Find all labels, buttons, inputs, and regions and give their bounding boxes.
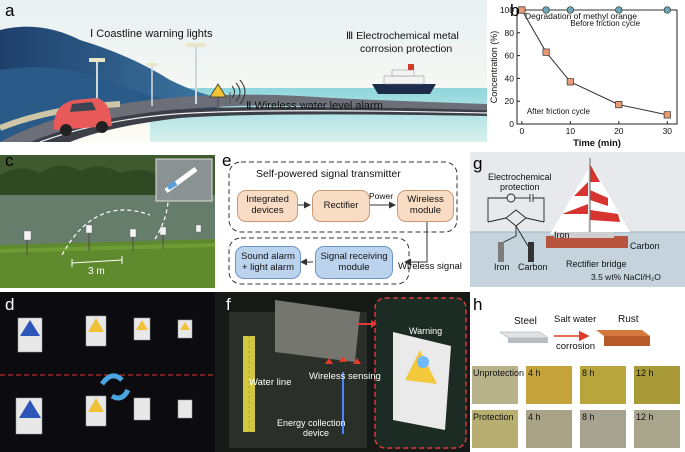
unprot-time-4h: 4 h [528, 368, 541, 378]
panel-e-flow: Self-powered signal transmitter Integrat… [215, 152, 470, 292]
x-tick-label: 10 [566, 126, 576, 136]
night-signs-photo [0, 292, 215, 452]
chart-title: Degradation of methyl orange [525, 11, 637, 21]
street-lamp-icon [146, 63, 158, 106]
panel-d [0, 292, 215, 452]
series-label-before: Before friction cycle [570, 19, 640, 28]
panel-a: Ⅰ Coastline warning lights Ⅲ Electrochem… [0, 0, 487, 142]
warning-label: Warning [409, 326, 443, 336]
prot-time-4h: 4 h [528, 412, 541, 422]
salt-label-line2: corrosion [556, 341, 596, 352]
panel-label-h: h [473, 295, 483, 314]
series-label-after: After friction cycle [527, 107, 591, 116]
street-lamp-icon [186, 43, 206, 104]
energy-device-label-line2: device [303, 428, 330, 438]
corrosion-diagram [472, 330, 680, 448]
rectifier-box: Rectifier [312, 190, 370, 222]
striped-sail-icon [550, 158, 630, 244]
corrosion-label-line1: Ⅲ Electrochemical metal [346, 30, 459, 42]
wireless-alarm-label: Ⅱ Wireless water level alarm [246, 100, 383, 112]
lake-photo [0, 155, 215, 288]
boat-photo [470, 152, 685, 287]
rotate-arrows-icon [99, 373, 131, 401]
water-line-label: Water line [249, 377, 292, 388]
carbon-left-label: Carbon [518, 262, 548, 272]
integrated-devices-box: Integrated devices [237, 190, 298, 222]
y-tick-label: 20 [505, 96, 515, 106]
steel-label: Steel [514, 316, 537, 327]
panel-label-e: e [222, 151, 232, 170]
wireless-sensing-label: Wireless sensing [309, 371, 381, 382]
panel-g: Electrochemical protection Iron Carbon I… [470, 152, 685, 287]
x-tick-label: 30 [663, 126, 673, 136]
protection-label-line2: protection [500, 182, 540, 192]
x-tick-label: 20 [614, 126, 624, 136]
rust-label: Rust [618, 314, 639, 325]
y-tick-label: 80 [505, 28, 515, 38]
panel-h: Steel Salt water corrosion Rust Unprotec… [470, 292, 685, 452]
data-point-square [542, 48, 550, 56]
power-label: Power [369, 191, 394, 201]
sound-alarm-box: Sound alarm + light alarm [235, 246, 301, 279]
circuit-diagram [487, 193, 545, 247]
warning-sign-icon [209, 83, 227, 110]
protection-label-line1: Electrochemical [488, 172, 552, 182]
wireless-signal-label: Wireless signal [398, 261, 462, 272]
wireless-module-box: Wireless module [397, 190, 454, 222]
energy-device-label-line1: Energy collection [277, 418, 346, 428]
flow-diagram-lines [228, 161, 458, 285]
panel-label-d: d [5, 295, 15, 314]
y-axis-label: Concentration (%) [489, 31, 499, 104]
coastline-label: Ⅰ Coastline warning lights [90, 28, 213, 40]
unprotection-label: Unprotection [473, 368, 525, 378]
car-icon [54, 98, 112, 136]
data-point-square [615, 101, 623, 109]
unprot-time-12h: 12 h [636, 368, 654, 378]
prot-time-12h: 12 h [636, 412, 654, 422]
salt-label-line1: Salt water [554, 314, 597, 325]
x-tick-label: 0 [519, 126, 524, 136]
y-tick-label: 40 [505, 73, 515, 83]
water-sensing-photo [215, 292, 470, 452]
panel-f: Water line Wireless sensing Energy colle… [215, 292, 470, 452]
prot-time-8h: 8 h [582, 412, 595, 422]
solution-label: 3.5 wt% NaCl/H₂O [591, 272, 661, 282]
unprot-time-8h: 8 h [582, 368, 595, 378]
corrosion-label-line2: corrosion protection [360, 43, 453, 55]
panel-label-b: b [510, 1, 520, 20]
data-point-square [518, 6, 526, 14]
panel-label-g: g [473, 154, 483, 173]
panel-label-a: a [5, 1, 15, 20]
y-tick-label: 0 [509, 119, 514, 129]
panel-label-c: c [5, 151, 14, 170]
iron-right-label: Iron [554, 230, 570, 240]
data-point-square [566, 78, 574, 86]
data-point-circle [542, 6, 550, 14]
x-axis-label: Time (min) [573, 138, 621, 149]
unprotected-sample-tiles [472, 366, 680, 404]
rectifier-bridge-label: Rectifier bridge [566, 259, 627, 269]
signal-wave-icon [229, 79, 246, 105]
protection-label: Protection [473, 412, 514, 422]
data-point-circle [615, 6, 623, 14]
distance-label: 3 m [88, 266, 105, 277]
y-tick-label: 100 [500, 5, 514, 15]
panel-label-f: f [226, 295, 231, 314]
ship-icon [372, 64, 436, 94]
signal-receiving-box: Signal receiving module [315, 246, 393, 279]
iron-left-label: Iron [494, 262, 510, 272]
y-tick-label: 60 [505, 51, 515, 61]
data-point-circle [663, 6, 671, 14]
coastline-scene [0, 0, 487, 142]
data-point-square [663, 111, 671, 119]
data-point-circle [566, 6, 574, 14]
transmitter-title: Self-powered signal transmitter [256, 168, 401, 180]
protected-sample-tiles [472, 410, 680, 448]
panel-c: 3 m [0, 155, 215, 288]
carbon-right-label: Carbon [630, 241, 660, 251]
